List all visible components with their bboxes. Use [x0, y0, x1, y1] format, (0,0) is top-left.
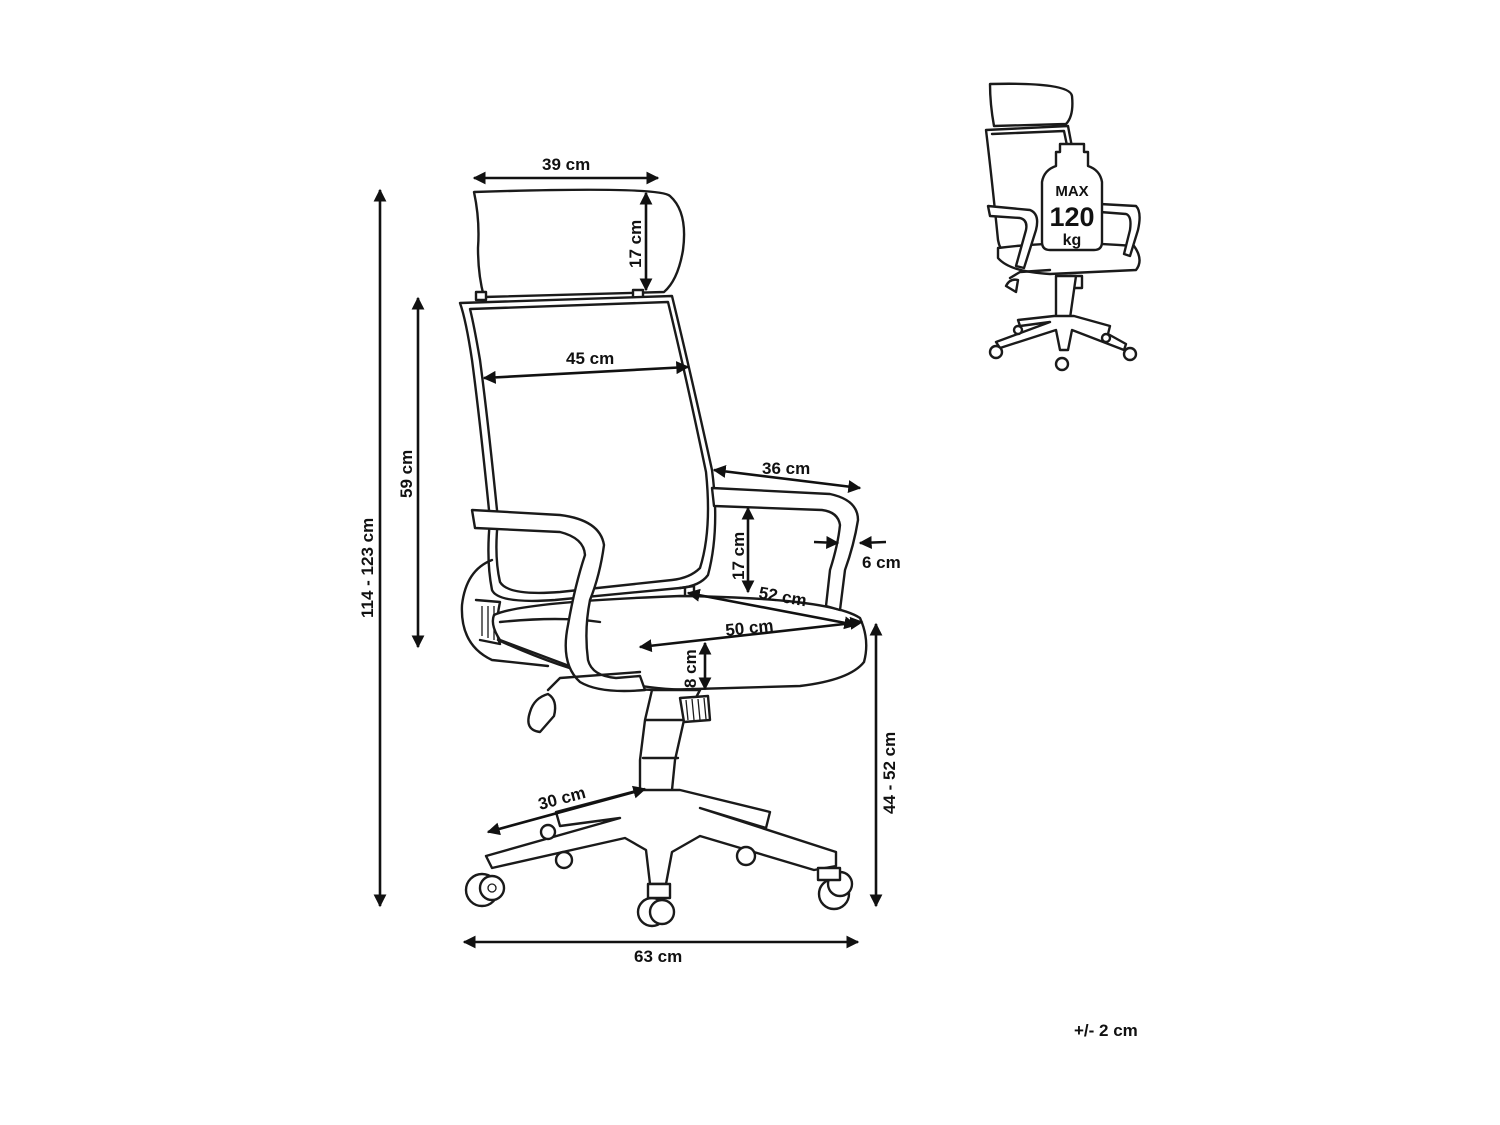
- chair-illustration: [458, 188, 868, 928]
- caster: [464, 872, 506, 908]
- caster: [636, 882, 676, 928]
- base-width-label: 63 cm: [634, 947, 682, 966]
- caster: [816, 866, 854, 911]
- backrest-width-label: 45 cm: [566, 349, 614, 368]
- weight-badge: [1040, 142, 1104, 252]
- armrest-width-arrow-right: [858, 536, 887, 550]
- armrest-width-arrow-left: [813, 536, 840, 550]
- armrest-width-label: 6 cm: [862, 553, 901, 572]
- dimension-lines: [373, 171, 887, 949]
- headrest-height-label: 17 cm: [626, 220, 645, 268]
- left-armrest: [470, 508, 647, 693]
- backrest-panel: [468, 300, 710, 595]
- backrest-height-label: 59 cm: [397, 450, 416, 498]
- seat-width-label: 50 cm: [724, 616, 774, 640]
- weight-badge-value: 120: [1049, 202, 1094, 232]
- weight-badge-unit: kg: [1063, 232, 1082, 249]
- seat-width-arrow: [638, 616, 864, 653]
- seat-height-label: 44 - 52 cm: [880, 732, 899, 814]
- weight-badge-max: MAX: [1055, 183, 1088, 200]
- weight-capacity-illustration: MAX 120 kg: [984, 82, 1141, 372]
- headrest: [472, 188, 686, 299]
- armrest-length-label: 36 cm: [762, 459, 810, 478]
- total-height-label: 114 - 123 cm: [358, 518, 377, 618]
- tolerance-note: +/- 2 cm: [1074, 1021, 1138, 1040]
- armrest-length-arrow: [712, 464, 862, 494]
- leg-length-arrow: [486, 785, 647, 836]
- dimension-labels: 39 cm 17 cm 114 - 123 cm 59 cm 45 cm 36 …: [358, 155, 901, 966]
- seat-thickness-label: 8 cm: [681, 649, 700, 688]
- headrest-width-label: 39 cm: [542, 155, 590, 174]
- armrest-height-label: 17 cm: [729, 532, 748, 580]
- caster: [735, 845, 757, 867]
- backrest-width-arrow: [482, 361, 690, 384]
